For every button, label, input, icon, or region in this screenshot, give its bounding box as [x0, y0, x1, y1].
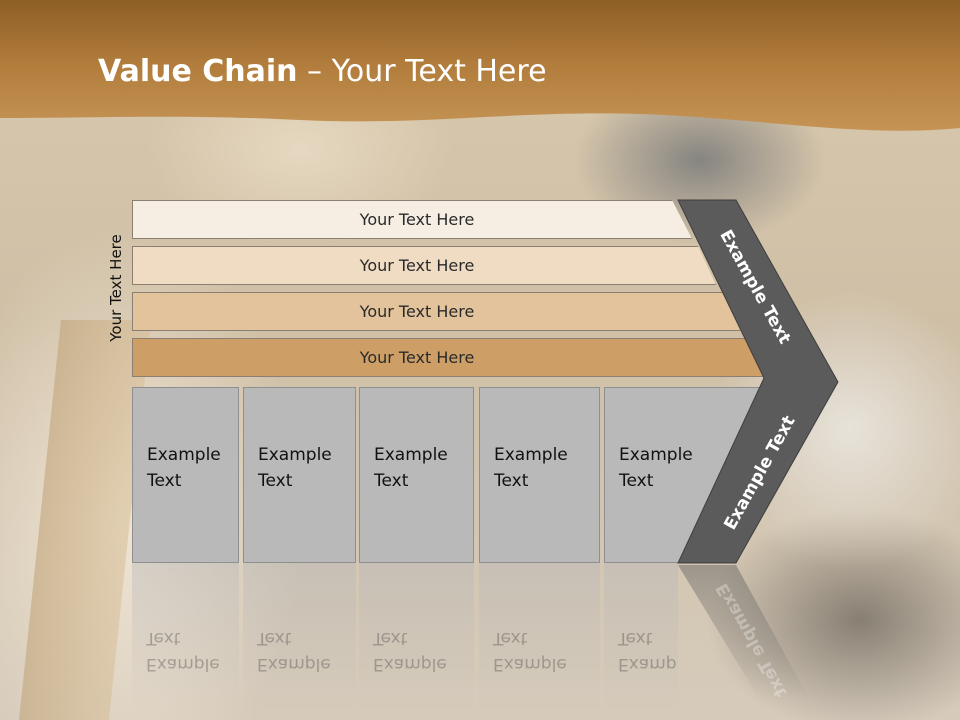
primary-activity-box-1: Example Text — [132, 387, 239, 563]
reflection-box-1: Example Text — [132, 563, 239, 713]
reflection-box-5: Example Text — [604, 563, 678, 713]
support-bar-1: Your Text Here — [132, 200, 692, 239]
support-bar-2: Your Text Here — [132, 246, 716, 285]
reflection-box-2: Example Text — [243, 563, 356, 713]
support-bar-3-label: Your Text Here — [359, 302, 475, 321]
margin-chevron — [677, 199, 839, 564]
header-band — [0, 0, 960, 131]
reflection-box-4: Example Text — [479, 563, 600, 713]
support-bar-4: Your Text Here — [132, 338, 764, 377]
support-bar-3: Your Text Here — [132, 292, 740, 331]
primary-activity-box-2: Example Text — [243, 387, 356, 563]
support-bar-4-label: Your Text Here — [359, 348, 475, 367]
primary-activity-box-3: Example Text — [359, 387, 474, 563]
slide-title: Value Chain – Your Text Here — [98, 54, 547, 89]
title-bold: Value Chain — [98, 54, 298, 89]
primary-activity-box-4: Example Text — [479, 387, 600, 563]
reflection-box-3: Example Text — [359, 563, 474, 713]
title-rest: – Your Text Here — [297, 54, 547, 89]
support-bar-1-label: Your Text Here — [359, 210, 475, 229]
margin-chevron-reflection — [678, 565, 810, 700]
support-bar-2-label: Your Text Here — [359, 256, 475, 275]
